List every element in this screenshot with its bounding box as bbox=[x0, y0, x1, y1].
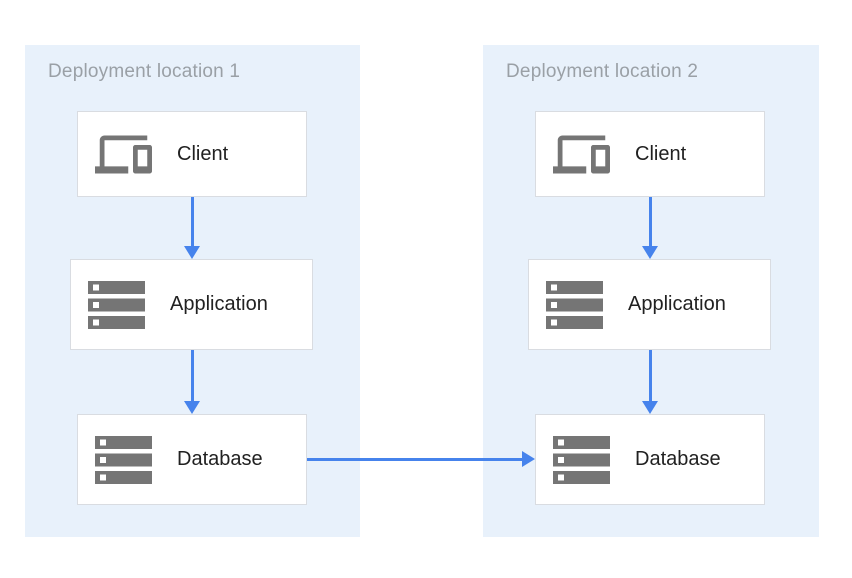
server-stack-icon bbox=[95, 431, 152, 488]
group-title: Deployment location 2 bbox=[506, 61, 699, 82]
node-application-2: Application bbox=[528, 259, 771, 350]
arrow-shaft bbox=[307, 457, 522, 461]
arrow-shaft bbox=[648, 197, 652, 246]
node-label: Application bbox=[170, 293, 268, 315]
node-client-2: Client bbox=[535, 111, 765, 197]
arrow-shaft bbox=[190, 197, 194, 246]
group-title: Deployment location 1 bbox=[48, 61, 241, 82]
node-label: Database bbox=[635, 448, 721, 470]
arrow-application1-to-database1 bbox=[184, 350, 200, 414]
arrow-client2-to-application2 bbox=[642, 197, 658, 259]
arrow-shaft bbox=[190, 350, 194, 401]
arrow-application2-to-database2 bbox=[642, 350, 658, 414]
devices-icon bbox=[553, 126, 610, 183]
node-label: Client bbox=[635, 142, 687, 165]
node-label: Application bbox=[628, 293, 726, 315]
arrow-client1-to-application1 bbox=[184, 197, 200, 259]
server-stack-icon bbox=[546, 276, 603, 333]
node-client-1: Client bbox=[77, 111, 307, 197]
node-database-1: Database bbox=[77, 414, 307, 505]
arrow-database1-to-database2 bbox=[307, 451, 535, 467]
arrow-head-down-icon bbox=[642, 401, 658, 414]
server-stack-icon bbox=[88, 276, 145, 333]
deployment-location-2-group: Deployment location 2 Client bbox=[483, 45, 819, 537]
devices-icon bbox=[95, 126, 152, 183]
node-label: Database bbox=[177, 448, 263, 470]
arrow-shaft bbox=[648, 350, 652, 401]
deployment-location-1-group: Deployment location 1 Client bbox=[25, 45, 360, 537]
node-application-1: Application bbox=[70, 259, 313, 350]
arrow-head-down-icon bbox=[184, 401, 200, 414]
node-label: Client bbox=[177, 142, 229, 165]
server-stack-icon bbox=[553, 431, 610, 488]
arrow-head-down-icon bbox=[184, 246, 200, 259]
arrow-head-down-icon bbox=[642, 246, 658, 259]
node-database-2: Database bbox=[535, 414, 765, 505]
arrow-head-right-icon bbox=[522, 451, 535, 467]
